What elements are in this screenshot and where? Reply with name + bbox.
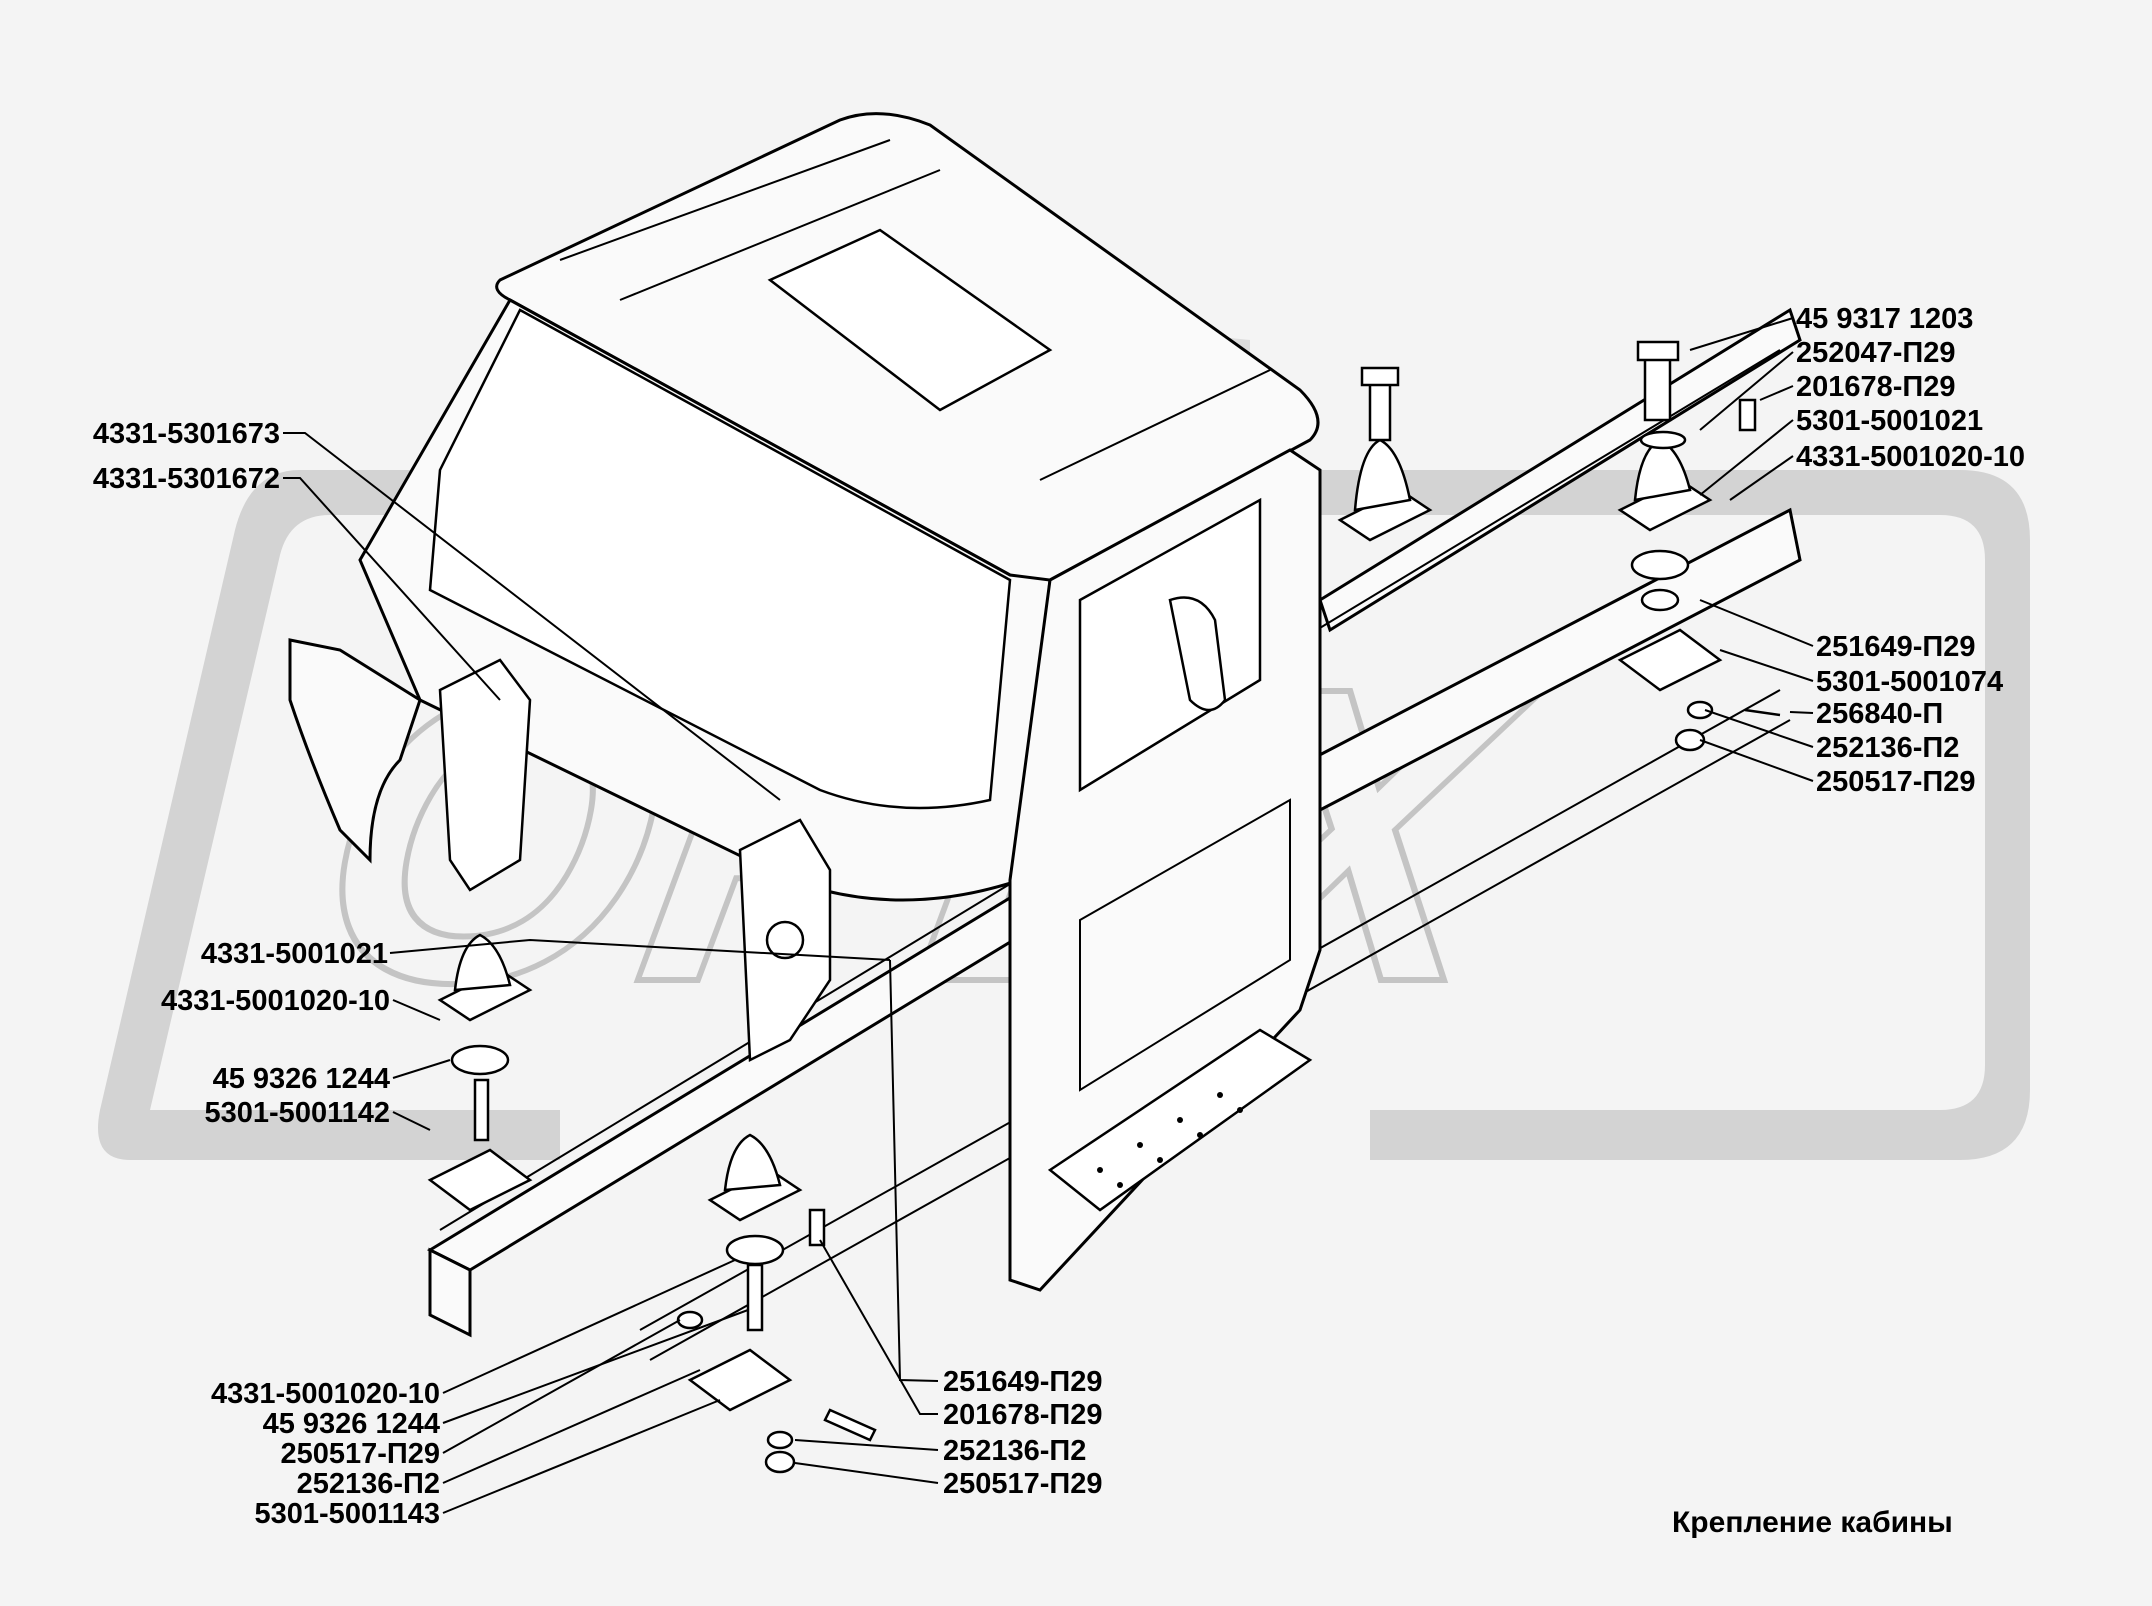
callout-bc-250517-p29: 250517-П29 — [943, 1468, 1103, 1500]
callout-4331-5301672: 4331-5301672 — [93, 463, 280, 495]
callout-r-252047-p29: 252047-П29 — [1796, 337, 1956, 369]
callout-4331-5001020-10: 4331-5001020-10 — [161, 985, 390, 1017]
callout-r-251649-p29: 251649-П29 — [1816, 631, 1976, 663]
callout-5301-5001142: 5301-5001142 — [205, 1097, 390, 1129]
front-fender — [288, 638, 422, 864]
callout-bl-5301-5001143: 5301-5001143 — [255, 1498, 440, 1530]
callout-r-201678-p29: 201678-П29 — [1796, 371, 1956, 403]
rear-left-mount — [1337, 366, 1433, 542]
callout-r-250517-p29: 250517-П29 — [1816, 766, 1976, 798]
roof-hatch — [767, 228, 1053, 412]
truck-cab — [288, 112, 1322, 1292]
callout-bl-250517-p29: 250517-П29 — [280, 1438, 440, 1470]
leader-lines — [283, 317, 1814, 1514]
right-callout-group: 45 9317 1203 252047-П29 201678-П29 5301-… — [1796, 303, 2025, 798]
callout-bl-45-9326-1244: 45 9326 1244 — [263, 1408, 440, 1440]
windshield — [428, 308, 1012, 810]
callout-4331-5301673: 4331-5301673 — [93, 418, 280, 450]
door-window — [1078, 497, 1262, 793]
callout-45-9326-1244: 45 9326 1244 — [213, 1063, 390, 1095]
left-callout-group: 4331-5301673 4331-5301672 4331-5001021 4… — [93, 418, 390, 1129]
callout-4331-5001021: 4331-5001021 — [201, 938, 388, 970]
callout-r-256840-p: 256840-П — [1816, 698, 1943, 730]
side-mirror — [1168, 596, 1227, 712]
callout-bl-4331-5001020-10: 4331-5001020-10 — [211, 1378, 440, 1410]
left-bracket — [438, 658, 532, 892]
callout-bc-251649-p29: 251649-П29 — [943, 1366, 1103, 1398]
callout-r-5301-5001074: 5301-5001074 — [1816, 666, 2003, 698]
callout-bl-252136-p2: 252136-П2 — [297, 1468, 440, 1500]
door-panel — [1079, 798, 1291, 1092]
diagram-caption: Крепление кабины — [1672, 1506, 1953, 1539]
bottom-center-callout-group: 251649-П29 201678-П29 252136-П2 250517-П… — [943, 1366, 1103, 1500]
callout-r-252136-p2: 252136-П2 — [1816, 732, 1959, 764]
callout-r-45-9317-1203: 45 9317 1203 — [1796, 303, 1973, 335]
step-holes — [1097, 1092, 1243, 1188]
callout-r-5301-5001021: 5301-5001021 — [1796, 405, 1983, 437]
bottom-left-callout-group: 4331-5001020-10 45 9326 1244 250517-П29 … — [211, 1378, 440, 1530]
callout-bc-201678-p29: 201678-П29 — [943, 1399, 1103, 1431]
front-right-mount — [676, 1133, 877, 1474]
callout-r-4331-5001020-10: 4331-5001020-10 — [1796, 441, 2025, 473]
callout-bc-252136-p2: 252136-П2 — [943, 1435, 1086, 1467]
right-frame-rail — [1299, 307, 1802, 813]
front-left-mount — [427, 933, 533, 1212]
rear-right-mount — [1617, 340, 1781, 752]
